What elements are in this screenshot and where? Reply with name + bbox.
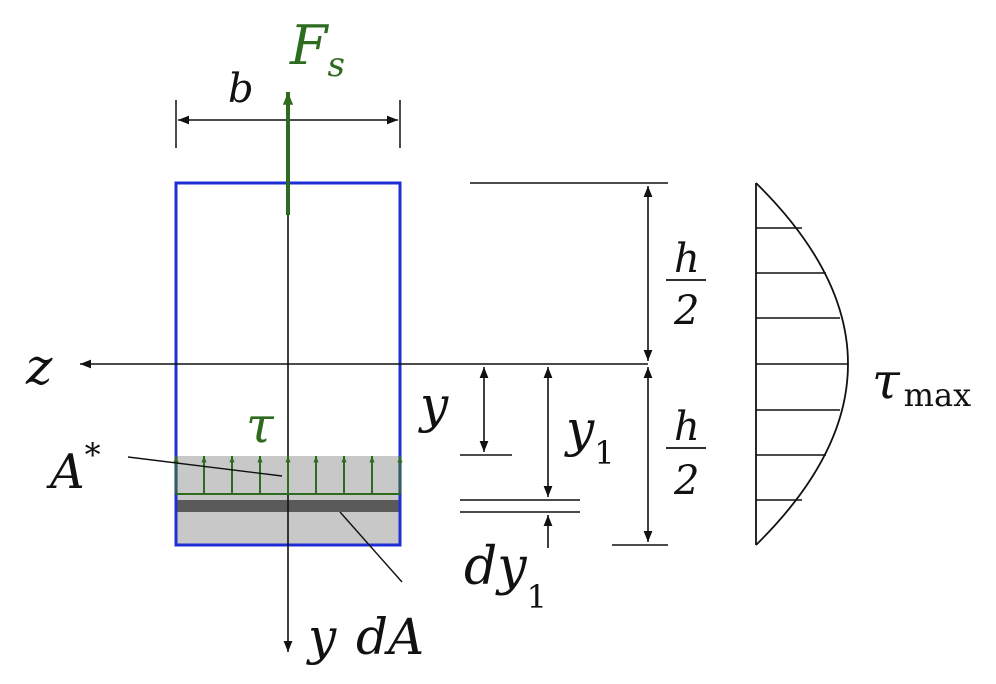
- dA-leader: [339, 511, 403, 583]
- distribution-hatching: [756, 227, 848, 501]
- a-star-leader: [127, 456, 283, 477]
- upper-half-h-denominator: 2: [673, 288, 699, 334]
- y-distance-label: y: [418, 376, 449, 434]
- dy1-label: dy1: [464, 537, 547, 616]
- z-axis-label: z: [25, 338, 53, 396]
- lower-half-h-numerator: h: [674, 404, 700, 450]
- area-star-label: A*: [46, 436, 101, 500]
- width-label: b: [228, 66, 254, 112]
- dA-label: dA: [356, 608, 424, 666]
- y1-distance-label: y1: [564, 400, 615, 472]
- lower-half-h-denominator: 2: [673, 458, 699, 504]
- force-label: Fs: [289, 14, 345, 85]
- tau-label: τ: [246, 396, 275, 454]
- upper-half-h-numerator: h: [674, 236, 700, 282]
- y-axis-label: y: [306, 608, 337, 666]
- shear-stress-distribution: [755, 182, 849, 546]
